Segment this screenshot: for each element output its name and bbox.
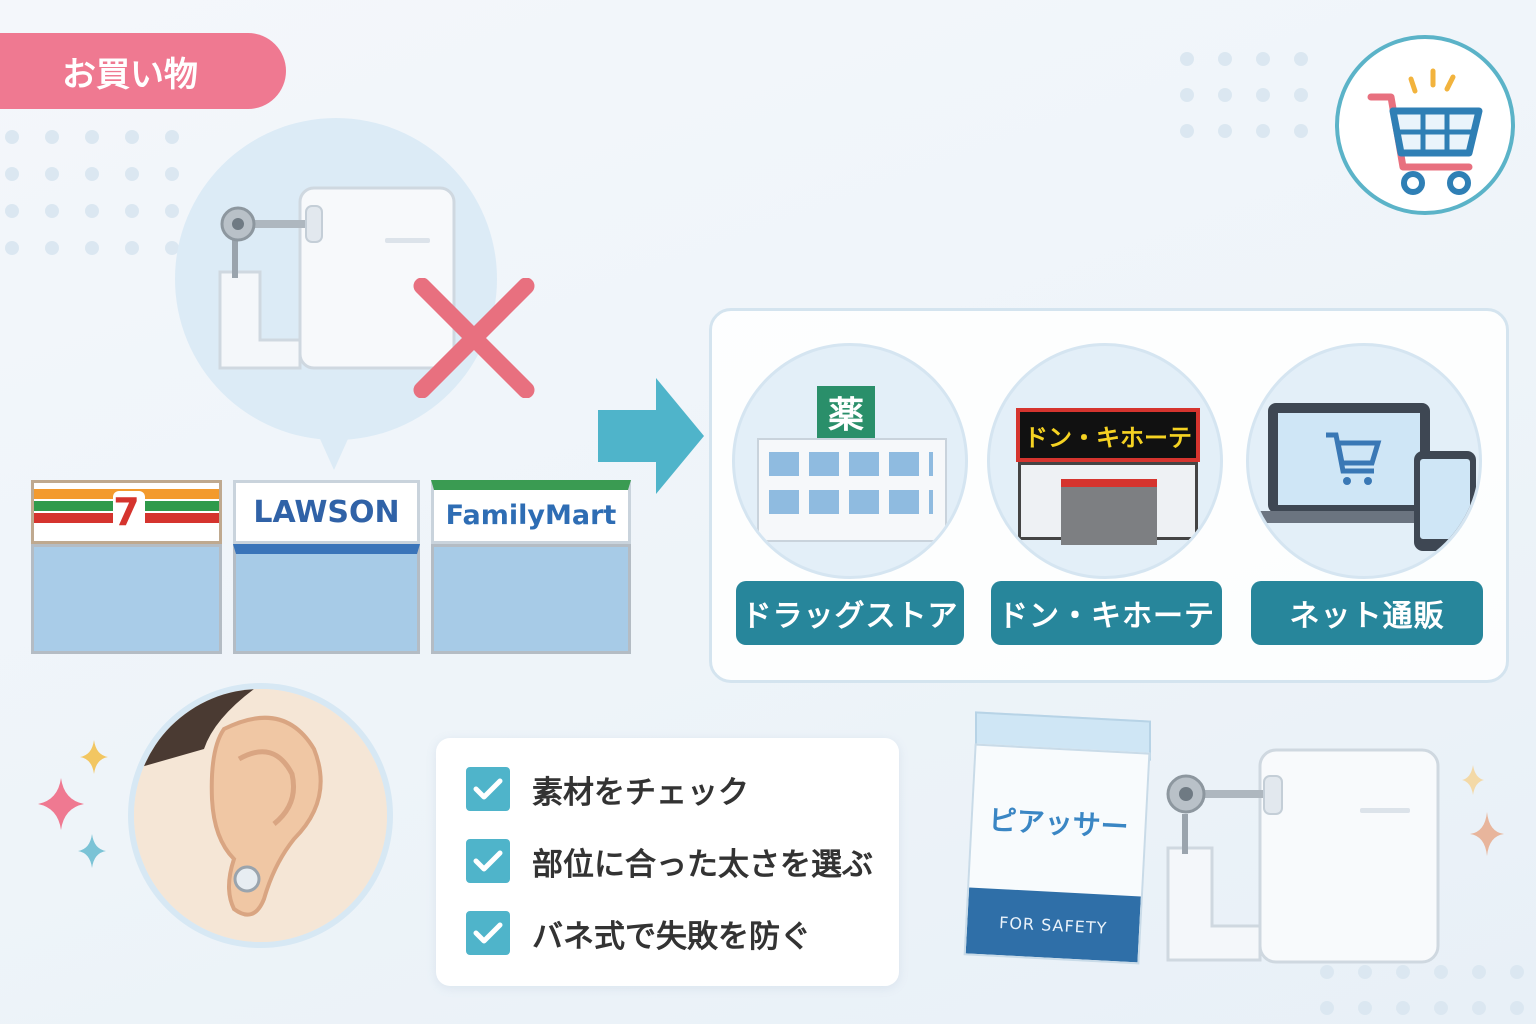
lawson-sign: LAWSON xyxy=(233,480,420,544)
drugstore-illustration: 薬 xyxy=(732,343,968,579)
donki-sign: ドン・キホーテ xyxy=(1016,408,1200,462)
seven-eleven-logo: 7 xyxy=(113,490,140,534)
box-subtitle: FOR SAFETY xyxy=(965,887,1141,963)
arrow-right-icon xyxy=(598,378,704,494)
checklist-text: バネ式で失敗を防ぐ xyxy=(532,918,811,955)
cross-icon xyxy=(413,278,535,398)
dot-grid-left xyxy=(5,130,179,255)
checklist-item: 素材をチェック xyxy=(466,764,749,814)
lawson-logo: LAWSON xyxy=(253,494,400,530)
ear-illustration xyxy=(128,683,393,948)
seven-eleven-storefront xyxy=(31,544,222,654)
dot-grid-bottom-right xyxy=(1320,965,1524,1015)
sparkle-icon-cream xyxy=(1462,765,1484,795)
familymart-sign: FamilyMart xyxy=(431,480,631,544)
lawson-storefront xyxy=(233,544,420,654)
familymart-storefront xyxy=(431,544,631,654)
checklist-item: 部位に合った太さを選ぶ xyxy=(466,836,873,886)
box-front: ピアッサー FOR SAFETY xyxy=(963,743,1151,965)
piercer-device-illustration xyxy=(218,186,456,370)
bubble-tail xyxy=(316,430,352,470)
seven-eleven-sign: 7 xyxy=(31,480,222,544)
donki-illustration: ドン・キホーテ xyxy=(987,343,1223,579)
store-lawson: LAWSON xyxy=(233,480,420,654)
piercer-device-product xyxy=(1166,748,1440,964)
category-tag-label: お買い物 xyxy=(62,54,198,95)
checklist-card: 素材をチェック 部位に合った太さを選ぶ バネ式で失敗を防ぐ xyxy=(436,738,899,986)
checklist-item: バネ式で失敗を防ぐ xyxy=(466,908,811,958)
ear-with-earring-icon xyxy=(134,689,387,942)
box-title: ピアッサー xyxy=(987,803,1130,844)
donki-storefront xyxy=(1018,462,1198,545)
familymart-logo: FamilyMart xyxy=(445,500,617,531)
laptop-phone-icon xyxy=(1254,403,1476,551)
sparkle-icon-blue xyxy=(78,834,106,868)
piercer-product-box: ピアッサー FOR SAFETY xyxy=(963,711,1151,965)
sparkle-icon-pink xyxy=(38,778,84,830)
store-familymart: FamilyMart xyxy=(431,480,631,654)
checklist-text: 素材をチェック xyxy=(532,774,749,811)
shopping-cart-badge xyxy=(1335,35,1515,215)
sparkle-icon-yellow xyxy=(80,740,108,774)
shop-label-drugstore: ドラッグストア xyxy=(736,581,964,645)
dot-grid-top-right xyxy=(1180,52,1308,138)
shop-label-donki: ドン・キホーテ xyxy=(991,581,1222,645)
checkbox-checked-icon xyxy=(466,767,510,811)
checkbox-checked-icon xyxy=(466,839,510,883)
medicine-sign: 薬 xyxy=(817,386,875,438)
drugstore-building xyxy=(757,438,947,542)
shopping-cart-icon xyxy=(1367,68,1483,195)
online-shopping-illustration xyxy=(1246,343,1482,579)
store-seven-eleven: 7 xyxy=(31,480,222,654)
sparkle-icon-peach xyxy=(1470,812,1504,856)
shop-label-online: ネット通販 xyxy=(1251,581,1483,645)
category-tag: お買い物 xyxy=(0,33,286,109)
checkbox-checked-icon xyxy=(466,911,510,955)
checklist-text: 部位に合った太さを選ぶ xyxy=(532,846,873,883)
